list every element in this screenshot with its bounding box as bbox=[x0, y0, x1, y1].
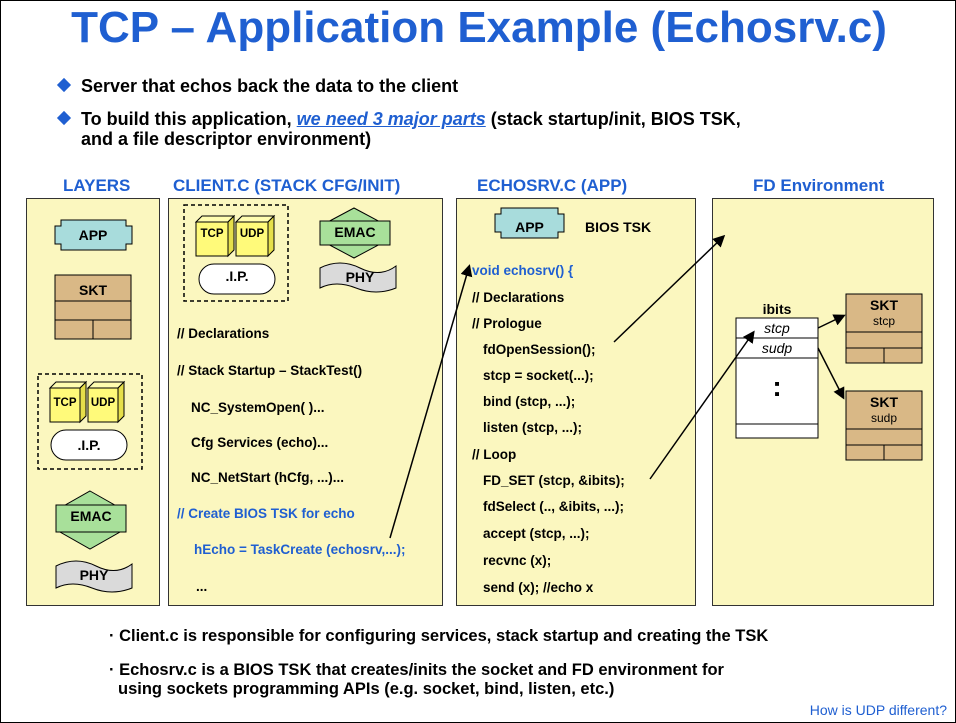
echosrv-line: stcp = socket(...); bbox=[483, 368, 594, 383]
column-header-echosrv: ECHOSRV.C (APP) bbox=[477, 176, 628, 195]
major-parts-link[interactable]: we need 3 major parts bbox=[296, 109, 486, 129]
echosrv-line: // Loop bbox=[472, 447, 517, 462]
note-2: · Echosrv.c is a BIOS TSK that creates/i… bbox=[109, 661, 724, 699]
skt1-label: SKT bbox=[870, 297, 898, 313]
layers-emac-label: EMAC bbox=[70, 508, 112, 524]
skt2-label: SKT bbox=[870, 394, 898, 410]
echosrv-line: // Prologue bbox=[472, 316, 542, 331]
client-udp-block bbox=[234, 214, 276, 258]
tcp-block bbox=[48, 380, 88, 424]
bullet-2-post2: and a file descriptor environment) bbox=[81, 129, 372, 149]
bullet-2: To build this application, we need 3 maj… bbox=[56, 109, 931, 149]
skt-block bbox=[54, 274, 132, 340]
note-1-text: Client.c is responsible for configuring … bbox=[119, 627, 769, 645]
diamond-bullet-icon bbox=[56, 110, 72, 126]
client-stack-graphic bbox=[183, 204, 397, 302]
client-line: hEcho = TaskCreate (echosrv,...); bbox=[194, 542, 406, 557]
bullet-1-text: Server that echos back the data to the c… bbox=[81, 76, 459, 96]
echosrv-line: fdSelect (.., &ibits, ...); bbox=[483, 499, 625, 514]
echosrv-line: send (x); //echo x bbox=[483, 580, 594, 595]
client-transport-dashed-box bbox=[183, 204, 289, 302]
slide-title: TCP – Application Example (Echosrv.c) bbox=[71, 3, 887, 52]
echosrv-app-graphic bbox=[494, 207, 565, 239]
layers-ip-label: .I.P. bbox=[77, 437, 101, 453]
client-tcp-block bbox=[194, 214, 236, 258]
ibits-label: ibits bbox=[762, 301, 792, 317]
echosrv-line: listen (stcp, ...); bbox=[483, 420, 583, 435]
phy-block bbox=[55, 560, 133, 593]
layers-skt-label: SKT bbox=[79, 282, 107, 298]
echosrv-line: recvnc (x); bbox=[483, 553, 552, 568]
echosrv-line: fdOpenSession(); bbox=[483, 342, 596, 357]
client-udp-label: UDP bbox=[239, 228, 265, 240]
bullet-2-pre: To build this application, bbox=[81, 109, 297, 129]
skt2-sub-label: sudp bbox=[870, 411, 898, 425]
layers-stack-graphic bbox=[37, 219, 143, 593]
ibits-sudp-entry: sudp bbox=[761, 340, 793, 356]
note-bullet-icon: · bbox=[109, 627, 115, 645]
echosrv-app-label: APP bbox=[515, 219, 544, 235]
echosrv-line: accept (stcp, ...); bbox=[483, 526, 590, 541]
echosrv-line: void echosrv() { bbox=[472, 263, 574, 278]
layers-app-label: APP bbox=[78, 227, 108, 243]
udp-block bbox=[86, 380, 126, 424]
transport-dashed-box bbox=[37, 373, 143, 470]
client-line: // Declarations bbox=[177, 326, 270, 341]
skt-table-1 bbox=[845, 293, 923, 364]
ibits-stcp-entry: stcp bbox=[764, 320, 790, 336]
bullet-2-post1: (stack startup/init, BIOS TSK, bbox=[485, 109, 741, 129]
client-phy-label: PHY bbox=[345, 269, 375, 285]
note-2-text: Echosrv.c is a BIOS TSK that creates/ini… bbox=[119, 661, 724, 679]
client-line: // Create BIOS TSK for echo bbox=[177, 506, 355, 521]
note-bullet-icon: · bbox=[109, 661, 115, 679]
client-line: NC_NetStart (hCfg, ...)... bbox=[191, 470, 345, 485]
skt1-sub-label: stcp bbox=[872, 314, 895, 328]
echosrv-app-block bbox=[494, 207, 565, 239]
echosrv-line: bind (stcp, ...); bbox=[483, 394, 576, 409]
client-ip-block bbox=[198, 263, 276, 295]
footer-link[interactable]: How is UDP different? bbox=[809, 702, 947, 718]
bullet-1: Server that echos back the data to the c… bbox=[56, 76, 459, 96]
column-header-layers: LAYERS bbox=[63, 176, 131, 195]
client-line: Cfg Services (echo)... bbox=[191, 435, 329, 450]
app-block bbox=[54, 219, 133, 251]
note-1: · Client.c is responsible for configurin… bbox=[109, 627, 768, 646]
client-line: NC_SystemOpen( )... bbox=[191, 400, 325, 415]
skt-table-2 bbox=[845, 390, 923, 461]
echosrv-line: // Declarations bbox=[472, 290, 565, 305]
client-ip-label: .I.P. bbox=[225, 268, 249, 284]
client-emac-label: EMAC bbox=[334, 224, 376, 240]
diamond-bullet-icon bbox=[56, 77, 72, 93]
note-2-text-cont: using sockets programming APIs (e.g. soc… bbox=[118, 680, 615, 698]
client-tcp-label: TCP bbox=[200, 228, 224, 240]
layers-tcp-label: TCP bbox=[53, 397, 77, 409]
client-line: ... bbox=[196, 579, 208, 594]
echosrv-line: FD_SET (stcp, &ibits); bbox=[483, 473, 625, 488]
layers-phy-label: PHY bbox=[79, 567, 109, 583]
column-header-client: CLIENT.C (STACK CFG/INIT) bbox=[173, 176, 401, 195]
column-header-fd: FD Environment bbox=[753, 176, 885, 195]
ibits-ellipsis: : bbox=[772, 371, 782, 402]
layers-udp-label: UDP bbox=[90, 397, 116, 409]
ip-block bbox=[50, 429, 128, 461]
bios-tsk-label: BIOS TSK bbox=[585, 219, 652, 235]
client-line: // Stack Startup – StackTest() bbox=[177, 363, 363, 378]
